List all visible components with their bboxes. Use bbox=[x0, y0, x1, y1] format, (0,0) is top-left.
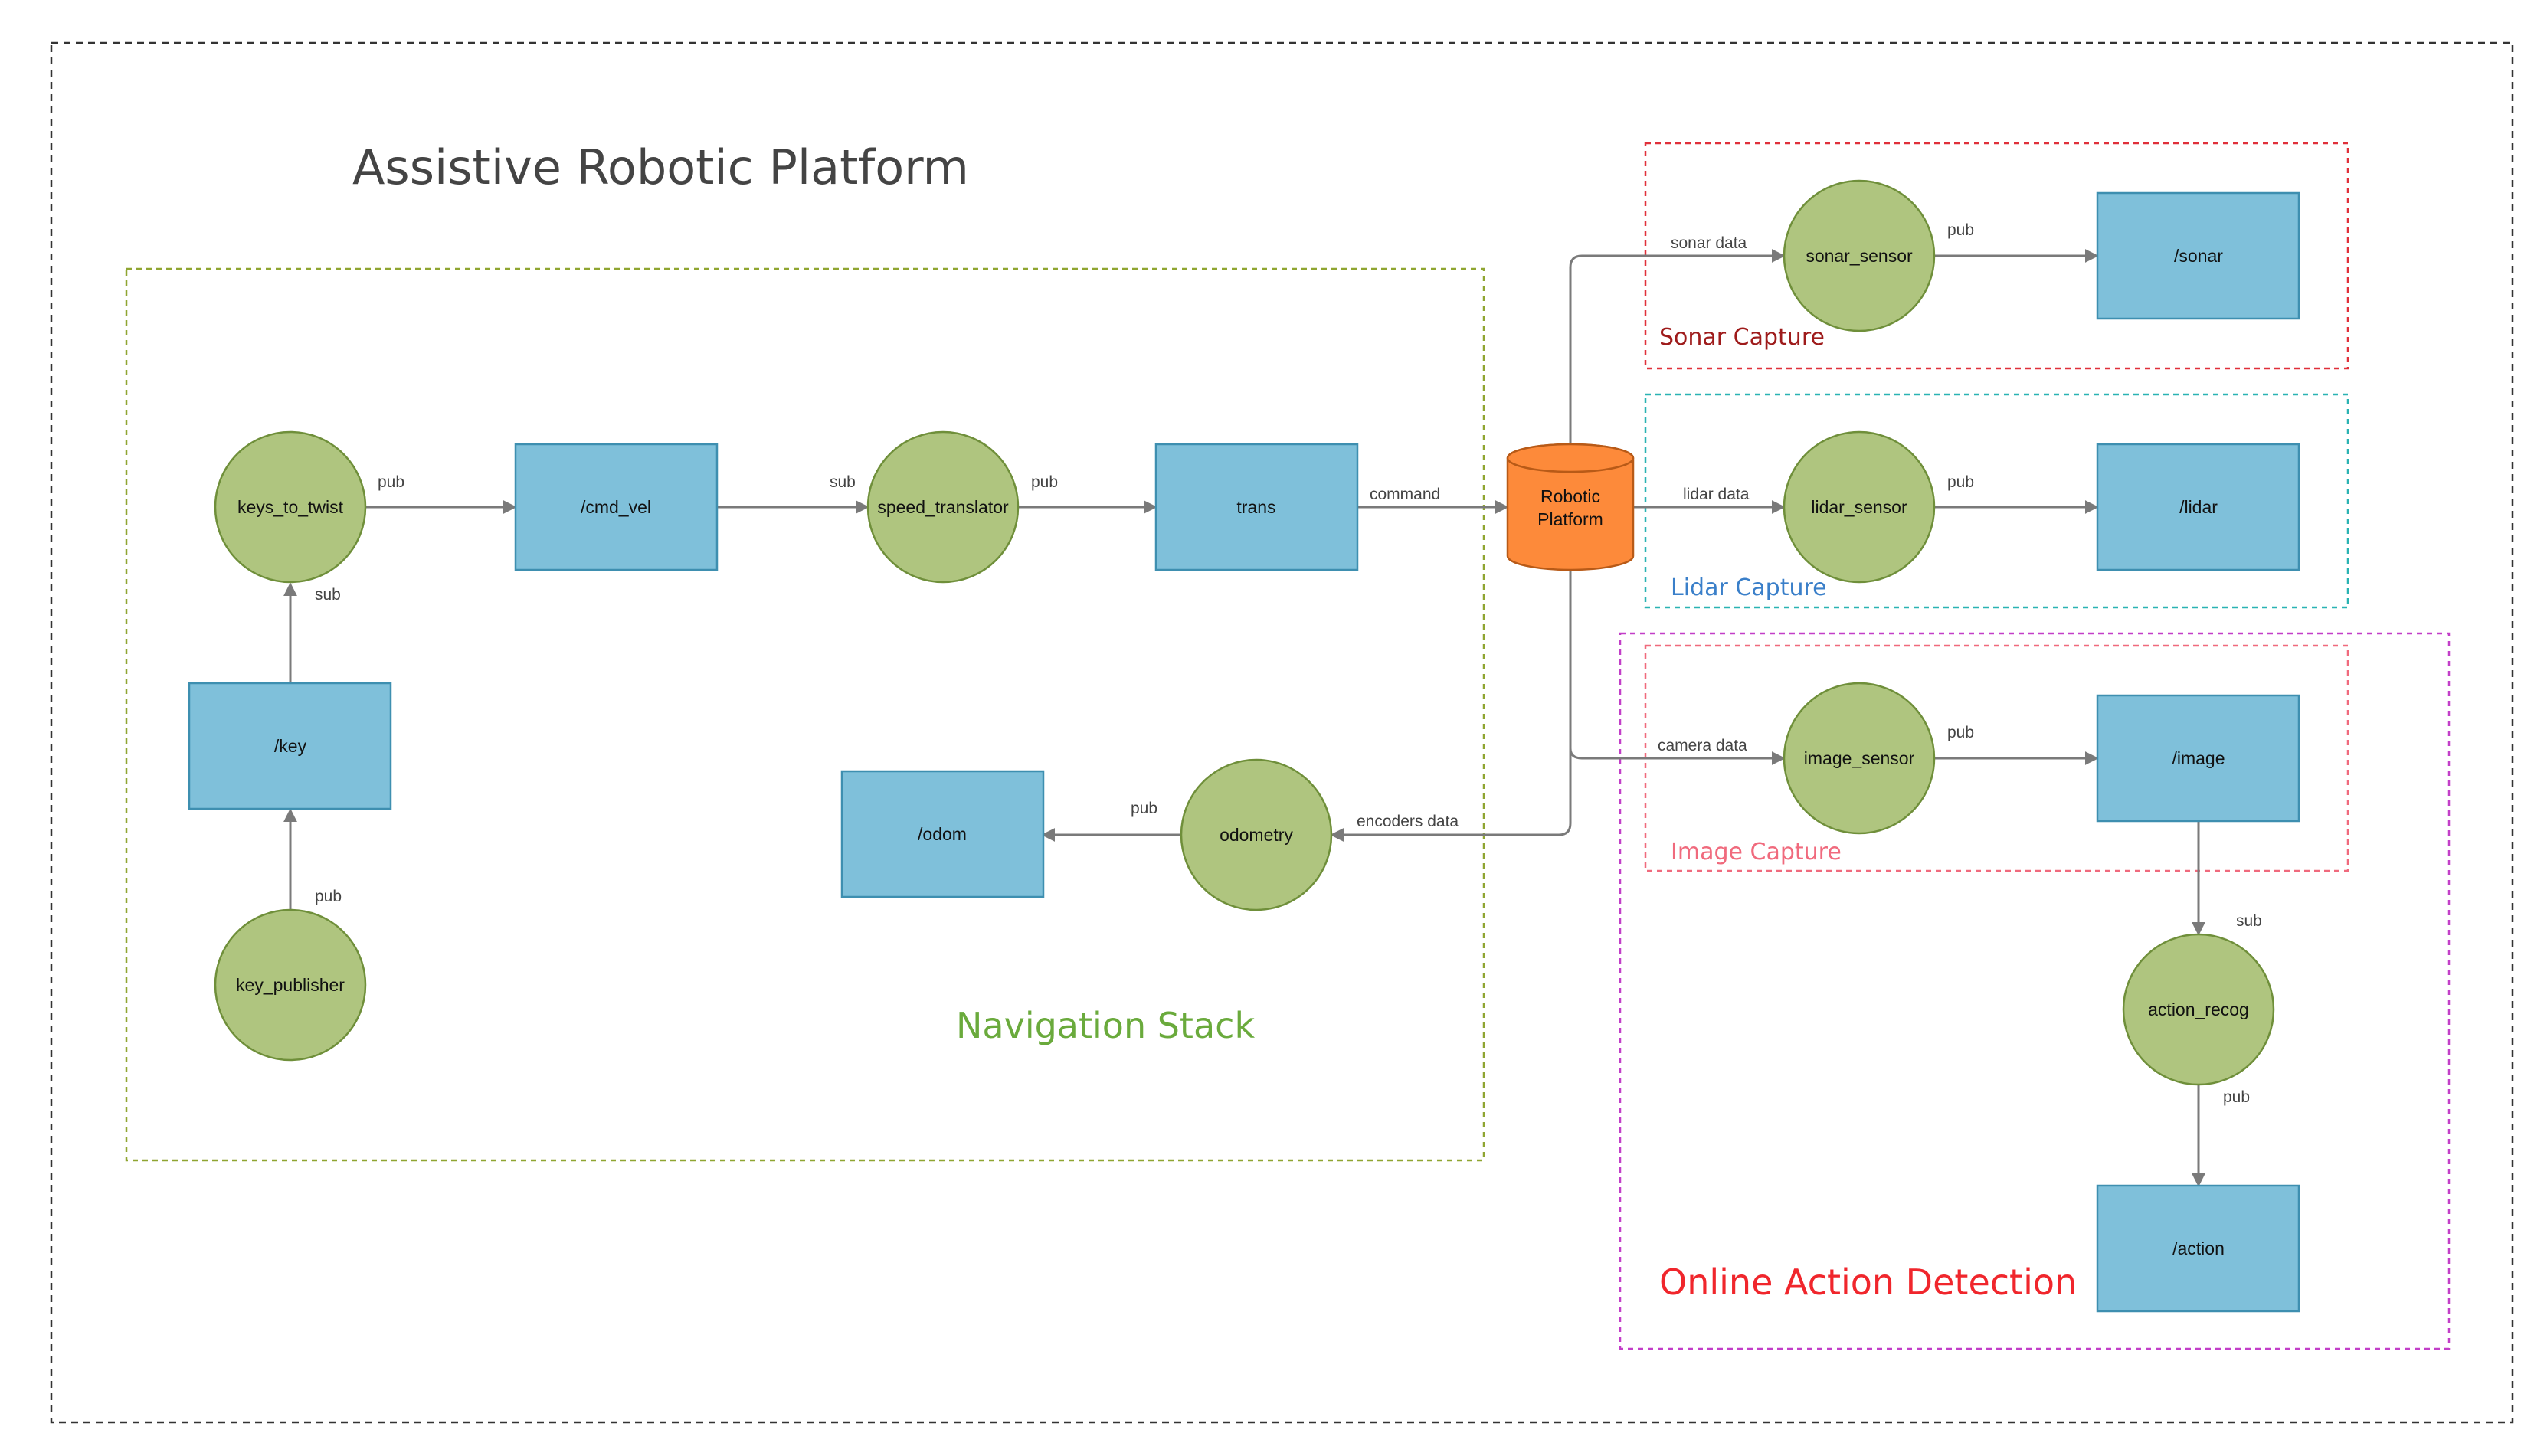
topic-trans-label: trans bbox=[1236, 497, 1275, 517]
label-image-pub: pub bbox=[1947, 724, 1974, 741]
navigation-stack-frame bbox=[125, 267, 1485, 1162]
node-image-sensor[interactable] bbox=[1783, 682, 1936, 835]
label-speed-sub: sub bbox=[830, 473, 856, 491]
node-keys-to-twist-label: keys_to_twist bbox=[237, 497, 344, 517]
label-encoders: encoders data bbox=[1357, 813, 1459, 830]
topic-image[interactable] bbox=[2096, 694, 2300, 823]
node-speed-translator-label: speed_translator bbox=[877, 497, 1009, 517]
outer-frame bbox=[50, 41, 2514, 1424]
edge-platform-to-image bbox=[1569, 735, 1786, 765]
topic-lidar[interactable] bbox=[2096, 443, 2300, 571]
topic-sonar-label: /sonar bbox=[2174, 246, 2223, 266]
image-capture-label: Image Capture bbox=[1671, 839, 1842, 865]
topic-image-label: /image bbox=[2172, 748, 2225, 768]
label-action-pub: pub bbox=[2223, 1088, 2250, 1106]
lidar-capture-label: Lidar Capture bbox=[1671, 574, 1827, 601]
topic-key-label: /key bbox=[274, 736, 307, 756]
node-keys-to-twist[interactable] bbox=[214, 430, 367, 584]
sonar-capture-label: Sonar Capture bbox=[1659, 324, 1825, 351]
diagram-title: Assistive Robotic Platform bbox=[352, 139, 969, 195]
label-odom-pub: pub bbox=[1131, 800, 1157, 817]
topic-action-label: /action bbox=[2172, 1238, 2225, 1258]
topic-cmd-vel[interactable] bbox=[514, 443, 719, 571]
node-odometry-label: odometry bbox=[1220, 825, 1293, 845]
online-action-detection-frame bbox=[1619, 632, 2451, 1350]
label-command: command bbox=[1370, 486, 1440, 503]
label-sonar-data: sonar data bbox=[1671, 234, 1747, 252]
label-speed-pub: pub bbox=[1031, 473, 1058, 491]
edge-platform-to-odometry bbox=[1330, 571, 1572, 842]
navigation-stack-label: Navigation Stack bbox=[956, 1005, 1255, 1046]
node-action-recog[interactable] bbox=[2122, 933, 2275, 1086]
topic-odom[interactable] bbox=[840, 770, 1045, 898]
node-sonar-sensor-label: sonar_sensor bbox=[1806, 246, 1913, 266]
label-key-pub: pub bbox=[315, 888, 342, 905]
topic-cmd-vel-label: /cmd_vel bbox=[581, 497, 651, 517]
label-sonar-pub: pub bbox=[1947, 221, 1974, 239]
topic-key[interactable] bbox=[188, 682, 392, 810]
node-lidar-sensor[interactable] bbox=[1783, 430, 1936, 584]
topic-trans[interactable] bbox=[1154, 443, 1359, 571]
node-action-recog-label: action_recog bbox=[2148, 1000, 2249, 1019]
node-sonar-sensor[interactable] bbox=[1783, 179, 1936, 332]
robotic-platform[interactable]: Robotic Platform bbox=[1506, 443, 1635, 571]
label-keys-sub: sub bbox=[315, 586, 341, 604]
topic-sonar[interactable] bbox=[2096, 191, 2300, 320]
node-lidar-sensor-label: lidar_sensor bbox=[1811, 497, 1907, 517]
label-action-sub: sub bbox=[2236, 912, 2262, 930]
node-odometry[interactable] bbox=[1180, 758, 1333, 911]
topic-lidar-label: /lidar bbox=[2179, 497, 2218, 517]
edge-platform-to-sonar bbox=[1569, 249, 1786, 444]
robotic-platform-top bbox=[1506, 443, 1635, 473]
lidar-capture-frame bbox=[1644, 393, 2349, 609]
label-lidar-data: lidar data bbox=[1683, 486, 1750, 503]
topic-action[interactable] bbox=[2096, 1184, 2300, 1313]
label-lidar-pub: pub bbox=[1947, 473, 1974, 491]
node-key-publisher[interactable] bbox=[214, 908, 367, 1062]
node-key-publisher-label: key_publisher bbox=[236, 975, 345, 995]
label-camera-data: camera data bbox=[1658, 737, 1747, 754]
online-action-detection-label: Online Action Detection bbox=[1659, 1261, 2077, 1303]
topic-odom-label: /odom bbox=[918, 824, 967, 844]
robotic-platform-line2: Platform bbox=[1537, 509, 1603, 529]
node-image-sensor-label: image_sensor bbox=[1804, 748, 1915, 768]
robotic-platform-line1: Robotic bbox=[1540, 486, 1600, 506]
node-speed-translator[interactable] bbox=[866, 430, 1020, 584]
label-keys-pub: pub bbox=[378, 473, 404, 491]
